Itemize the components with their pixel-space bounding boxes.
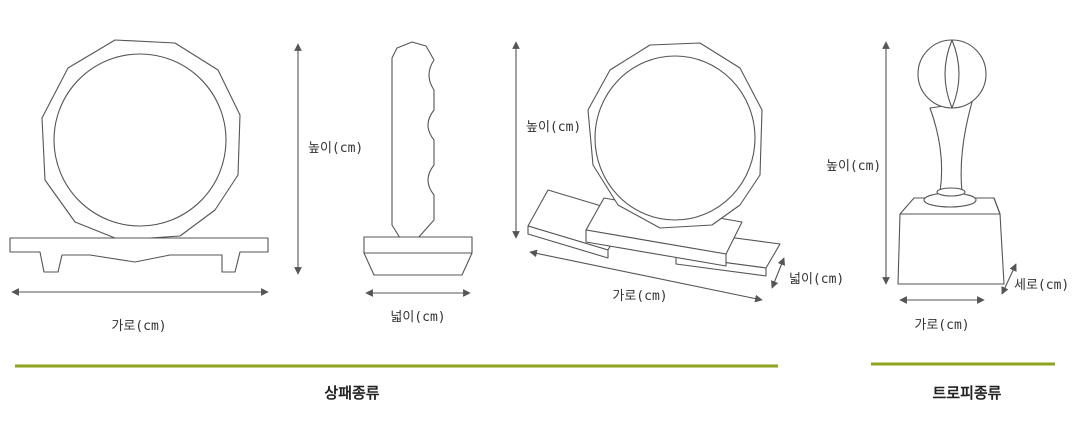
plaque-category-title: 상패종류 [324, 384, 379, 402]
trophy-pedestal-front [897, 213, 1005, 285]
height-label-3: 높이(cm) [826, 159, 881, 174]
width-label-2: 가로(cm) [612, 289, 667, 304]
depth-label: 넓이(cm) [390, 310, 445, 325]
plaque-front-base [9, 237, 269, 273]
plaque-2-inner-circle [594, 55, 756, 221]
plaque-front-inner-circle [53, 53, 227, 227]
ball-seam-right [951, 39, 960, 109]
trophy-stem [929, 101, 973, 193]
plaque-front-view: 가로(cm) 높이(cm) [9, 39, 363, 334]
ball-seam-left [944, 39, 953, 109]
plaque-side-base-bottom [363, 252, 473, 276]
trophy-stem-base [936, 187, 966, 197]
length-arrow [1001, 263, 1017, 295]
plaque-side-view: 넓이(cm) [363, 41, 473, 325]
width-label: 가로(cm) [111, 319, 166, 334]
height-label-2: 높이(cm) [526, 120, 581, 135]
depth-arrow-2 [770, 257, 786, 289]
trophy-ball [917, 39, 987, 109]
length-label: 세로(cm) [1014, 278, 1069, 293]
plaque-side-profile [391, 41, 435, 239]
pedestal-edge [993, 197, 1001, 215]
trophy-view: 높이(cm) 가로(cm) 세로(cm) [826, 39, 1069, 333]
plaque-perspective-view: 높이(cm) 가로(cm) 넓이(cm) [512, 41, 844, 304]
plaque-side-base-top [363, 236, 473, 254]
width-label-3: 가로(cm) [914, 318, 969, 333]
height-label: 높이(cm) [308, 141, 363, 156]
depth-label-2: 넓이(cm) [789, 272, 844, 287]
width-arrow-2 [529, 249, 763, 303]
trophy-category-title: 트로피종류 [932, 384, 1001, 402]
